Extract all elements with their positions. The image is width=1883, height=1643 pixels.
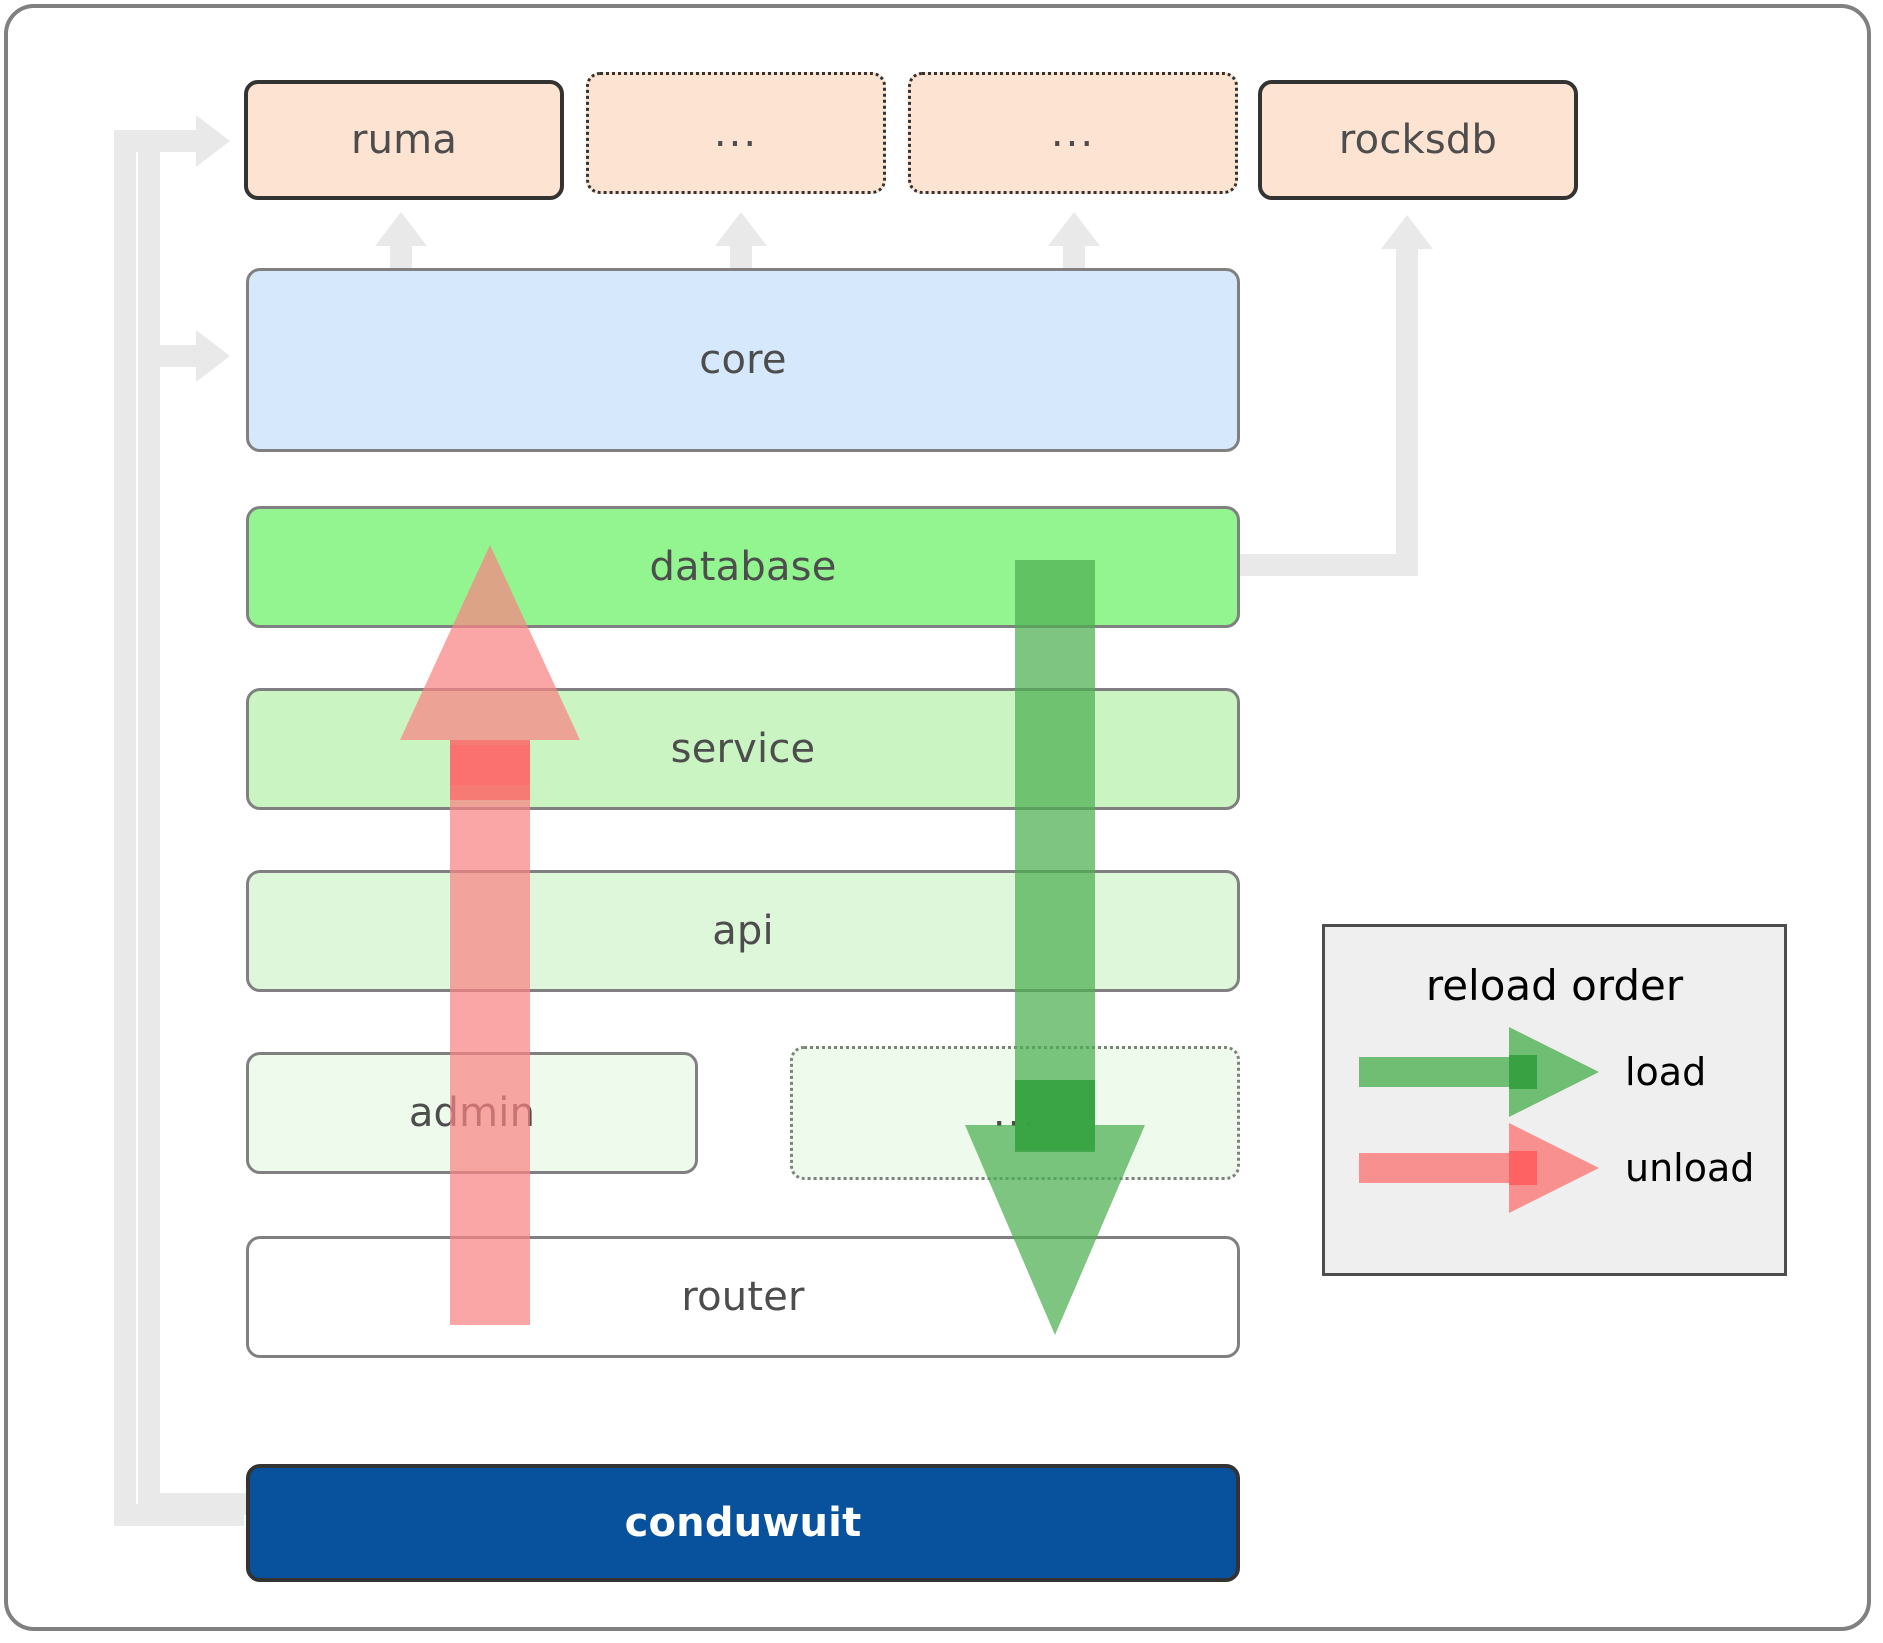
legend-label-load: load	[1625, 1050, 1707, 1094]
crate-box-ext1-label: ...	[713, 110, 759, 156]
connector-trunk-inner-bottom	[138, 1493, 248, 1515]
load-flow-arrow	[955, 560, 1165, 1335]
legend-title: reload order	[1425, 961, 1684, 1010]
legend-panel: reload order load unload	[1322, 924, 1787, 1276]
diagram-frame	[4, 4, 1871, 1631]
connector-db-to-rocksdb-horizontal	[1240, 554, 1418, 576]
crate-box-ruma-label: ruma	[350, 117, 458, 163]
connector-to-ruma-arrowhead	[196, 115, 230, 167]
layer-box-router[interactable]: router	[246, 1236, 1240, 1358]
connector-trunk-outer	[114, 130, 136, 1526]
legend-swatch-load	[1359, 1027, 1599, 1121]
connector-db-to-rocksdb-vertical	[1396, 248, 1418, 568]
connector-to-core-arrowhead	[196, 330, 230, 382]
layer-box-api-label: api	[712, 908, 774, 954]
crate-box-rocksdb[interactable]: rocksdb	[1258, 80, 1578, 200]
connector-core-to-ext1-arrowhead	[715, 212, 767, 246]
binary-box-conduwuit-label: conduwuit	[624, 1500, 862, 1546]
layer-box-router-label: router	[681, 1274, 805, 1320]
legend-label-unload: unload	[1625, 1146, 1755, 1190]
crate-box-rocksdb-label: rocksdb	[1338, 117, 1498, 163]
connector-to-core-horizontal	[138, 345, 196, 367]
connector-core-to-ruma-arrowhead	[375, 212, 427, 246]
crate-box-ext2[interactable]: ...	[908, 72, 1238, 194]
crate-box-ext1[interactable]: ...	[586, 72, 886, 194]
binary-box-conduwuit[interactable]: conduwuit	[246, 1464, 1240, 1582]
legend-swatch-unload	[1359, 1123, 1599, 1217]
unload-flow-arrow	[390, 545, 600, 1325]
layer-box-service-label: service	[670, 726, 816, 772]
layer-box-database-label: database	[649, 544, 837, 590]
connector-trunk-inner	[138, 141, 160, 1515]
layer-box-core-label: core	[699, 337, 787, 383]
connector-db-to-rocksdb-arrowhead	[1381, 215, 1433, 249]
connector-core-to-ext2-arrowhead	[1048, 212, 1100, 246]
crate-box-ext2-label: ...	[1050, 110, 1096, 156]
crate-box-ruma[interactable]: ruma	[244, 80, 564, 200]
layer-box-core[interactable]: core	[246, 268, 1240, 452]
